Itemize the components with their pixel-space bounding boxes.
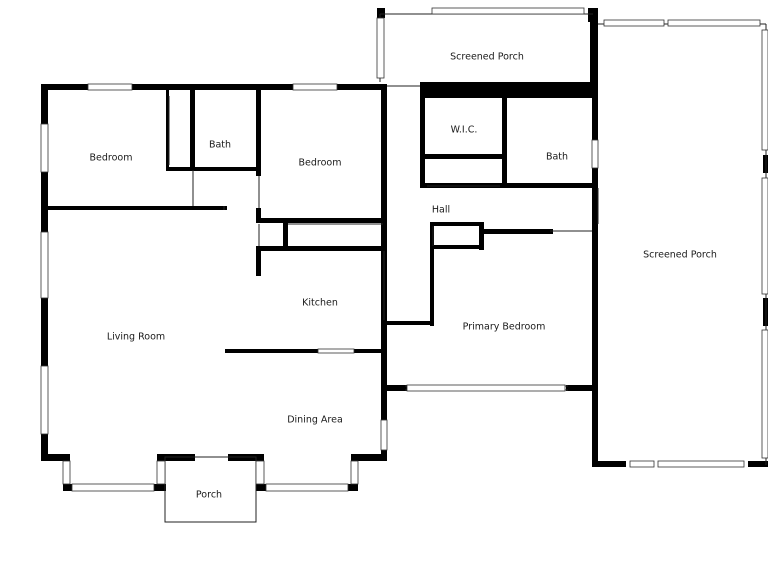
wall-hall-closet-bottom bbox=[430, 245, 482, 249]
wall-wic-left bbox=[420, 90, 425, 185]
label-kitchen: Kitchen bbox=[302, 297, 338, 309]
wall-bottom-right bbox=[351, 454, 387, 461]
wall-porch-top-bottom bbox=[420, 82, 596, 98]
label-porch: Porch bbox=[195, 489, 223, 501]
wall-bedroom-mid-left bbox=[256, 88, 261, 176]
label-living-room: Living Room bbox=[106, 331, 166, 343]
wall-primary-bottom-right bbox=[566, 385, 598, 391]
wall-hall-closet-left bbox=[430, 222, 434, 326]
wall-hall-closet-top bbox=[430, 222, 484, 226]
windows bbox=[40, 7, 768, 492]
label-primary-bedroom: Primary Bedroom bbox=[462, 321, 546, 333]
wall-porch-top-rightwall bbox=[590, 18, 598, 90]
label-bath-right: Bath bbox=[545, 151, 569, 163]
label-screened-porch-top: Screened Porch bbox=[450, 51, 524, 63]
wall-right-wing-lower bbox=[592, 224, 598, 467]
wall-closet-left bbox=[166, 88, 169, 170]
wall-bedroom-mid-left-lower bbox=[256, 208, 261, 222]
label-bedroom-left: Bedroom bbox=[89, 152, 133, 164]
wall-hall-closet-right bbox=[479, 222, 484, 250]
label-dining-area: Dining Area bbox=[287, 414, 343, 426]
label-screened-porch-right: Screened Porch bbox=[643, 249, 717, 261]
wall-primary-left-jog bbox=[381, 321, 434, 325]
wall-wic-right bbox=[502, 90, 507, 186]
wall-bath-bottom bbox=[166, 167, 261, 171]
wall-wic-bottom bbox=[420, 154, 506, 159]
wall-primary-bottom-left bbox=[381, 385, 407, 391]
wall-kitchen-dining bbox=[225, 349, 387, 353]
wall-rporch-bottom-right bbox=[748, 461, 768, 467]
wall-bath-right-right bbox=[592, 90, 598, 186]
label-hall: Hall bbox=[431, 204, 451, 216]
label-bath-left: Bath bbox=[208, 139, 232, 151]
wall-bath-left bbox=[190, 88, 195, 170]
wall-bedroom-living bbox=[41, 206, 227, 210]
wall-kitchen-top bbox=[256, 246, 387, 251]
label-bedroom-middle: Bedroom bbox=[298, 157, 342, 169]
wall-closet-side bbox=[283, 218, 288, 250]
wall-porch-top-left-post bbox=[377, 8, 385, 18]
wall-rporch-bottom-left bbox=[592, 461, 626, 467]
wall-hall-top bbox=[420, 183, 598, 188]
wall-top bbox=[41, 84, 387, 90]
wall-bedroom-mid-bottom bbox=[256, 218, 387, 223]
wall-kitchen-left bbox=[256, 246, 261, 276]
front-porch-outline bbox=[164, 456, 257, 523]
label-wic: W.I.C. bbox=[450, 124, 478, 136]
wall-bottom-left bbox=[41, 454, 69, 461]
wall-right-wing-upper bbox=[592, 186, 598, 224]
wall-hall-bottom bbox=[479, 229, 553, 234]
wall-porch-top-right-post bbox=[588, 8, 598, 22]
